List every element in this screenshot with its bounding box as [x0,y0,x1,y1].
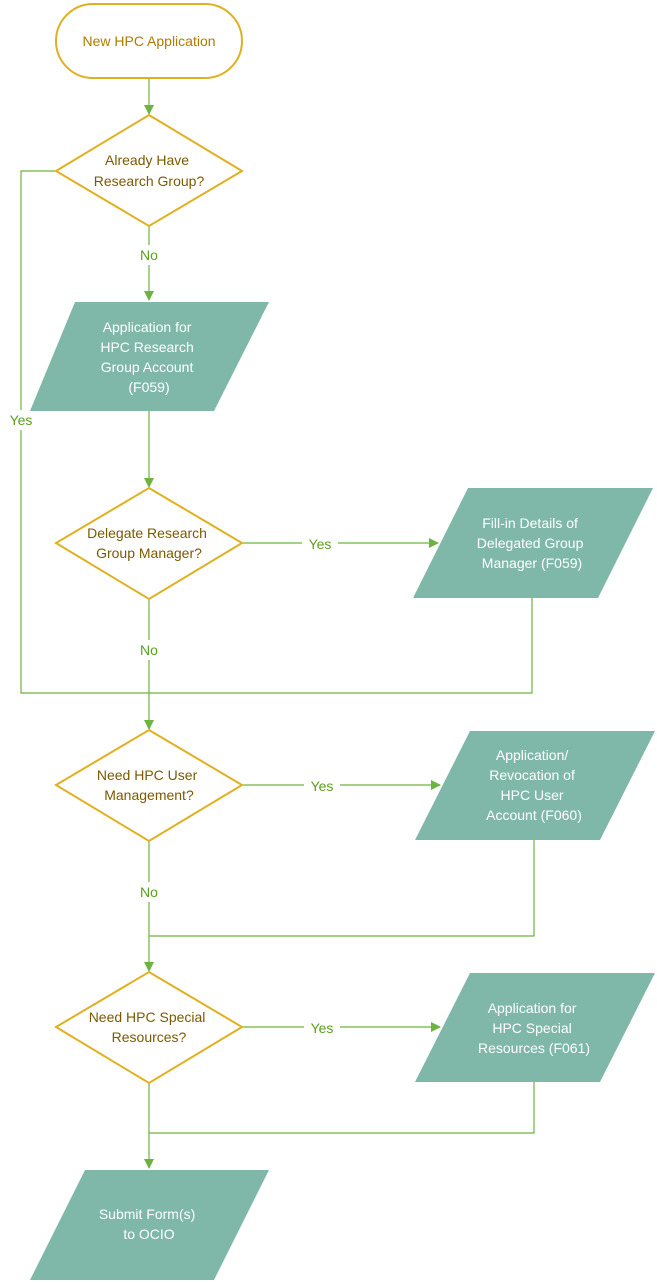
edge-label-d2-no: No [140,642,158,658]
process-submit-forms [30,1170,269,1280]
start-terminator [55,3,243,79]
process-user-account-label: Application/ Revocation of HPC User Acco… [486,747,582,823]
decision-user-management [54,728,244,843]
process-special-resources [415,973,655,1082]
connector-p2-return [149,598,533,694]
decision-delegate-manager-label: Delegate Research Group Manager? [87,525,211,561]
process-special-resources-label: Application for HPC Special Resources (F… [478,1000,590,1056]
decision-special-resources-label: Need HPC Special Resources? [89,1009,210,1045]
decision-research-group [54,113,244,228]
start-label: New HPC Application [82,33,215,49]
edge-label-d4-yes: Yes [311,1020,334,1036]
edge-label-d3-yes: Yes [311,778,334,794]
process-submit-forms-label: Submit Form(s) to OCIO [99,1206,199,1242]
decision-delegate-manager [54,486,244,601]
connector-d1-yes-bypass [20,170,149,694]
edge-label-d1-no: No [140,247,158,263]
process-research-group-account-label: Application for HPC Research Group Accou… [100,319,197,395]
process-user-account [415,731,655,840]
decision-special-resources [54,970,244,1085]
process-research-group-account [30,302,269,411]
process-delegated-manager-details-label: Fill-in Details of Delegated Group Manag… [477,515,588,571]
decision-research-group-label: Already Have Research Group? [94,152,205,189]
edge-label-d2-yes: Yes [309,536,332,552]
connector-p4-return [149,1082,535,1134]
edge-label-d1-yes: Yes [10,412,33,428]
edge-label-d3-no: No [140,884,158,900]
connector-p3-return [149,840,535,937]
process-delegated-manager-details [413,488,653,598]
decision-user-management-label: Need HPC User Management? [97,767,201,803]
